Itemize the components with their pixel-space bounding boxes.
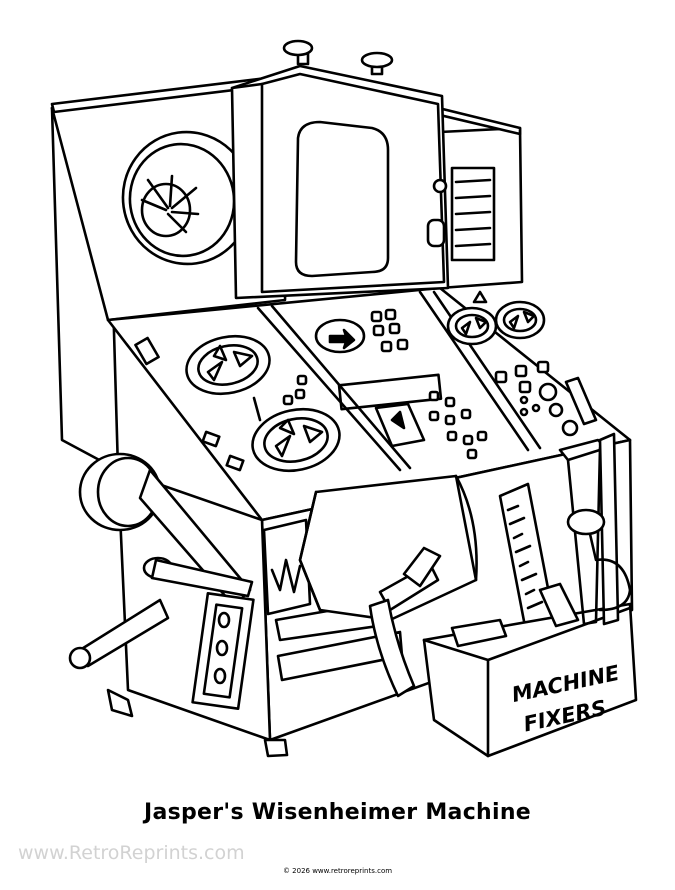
- front-panel-details: [193, 520, 402, 709]
- tv-screen: [232, 66, 448, 298]
- top-knobs: [284, 41, 392, 74]
- speaker-icon: [114, 124, 259, 273]
- tape-reels-left: [181, 329, 345, 479]
- vent-panel: [428, 168, 494, 260]
- copyright-notice: © 2026 www.retroreprints.com: [282, 867, 393, 875]
- illustration-caption: Jasper's Wisenheimer Machine: [143, 800, 532, 825]
- wrench-icon: [540, 434, 630, 626]
- console-dividers: [258, 292, 540, 470]
- crank-handle: [70, 454, 252, 668]
- watermark: www.RetroReprints.com: [18, 842, 245, 864]
- middle-controls: [284, 310, 486, 458]
- tape-reels-right: [135, 292, 596, 470]
- hammer-icon: [370, 548, 440, 696]
